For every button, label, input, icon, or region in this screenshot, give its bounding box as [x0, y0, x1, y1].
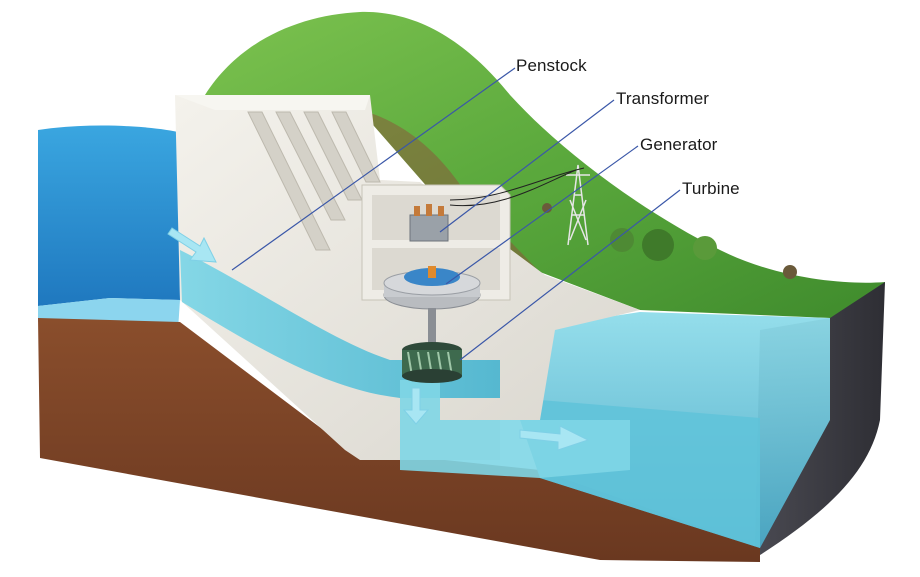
dam-top	[175, 95, 370, 110]
label-penstock: Penstock	[516, 56, 587, 75]
dam-buttresses	[247, 111, 381, 251]
leader-turbine	[459, 189, 681, 361]
label-turbine: Turbine	[682, 179, 740, 198]
down-arrow	[402, 387, 430, 425]
outflow-arrow	[519, 425, 590, 451]
generator-icon	[383, 266, 481, 310]
soil	[38, 318, 760, 562]
transformer-icon	[409, 204, 449, 242]
flow-arrows	[167, 227, 590, 451]
leader-generator	[445, 145, 639, 285]
leader-lines	[231, 67, 681, 361]
reservoir	[38, 125, 180, 307]
power-lines	[449, 167, 585, 207]
transmission-tower-icon	[566, 164, 590, 246]
trees	[542, 203, 797, 279]
turbine-icon	[402, 308, 462, 383]
leader-penstock	[231, 67, 516, 271]
inflow-arrow	[167, 227, 217, 263]
label-generator: Generator	[640, 135, 718, 154]
label-transformer: Transformer	[616, 89, 710, 108]
outlet-water	[400, 380, 630, 478]
leader-transformer	[439, 99, 615, 233]
